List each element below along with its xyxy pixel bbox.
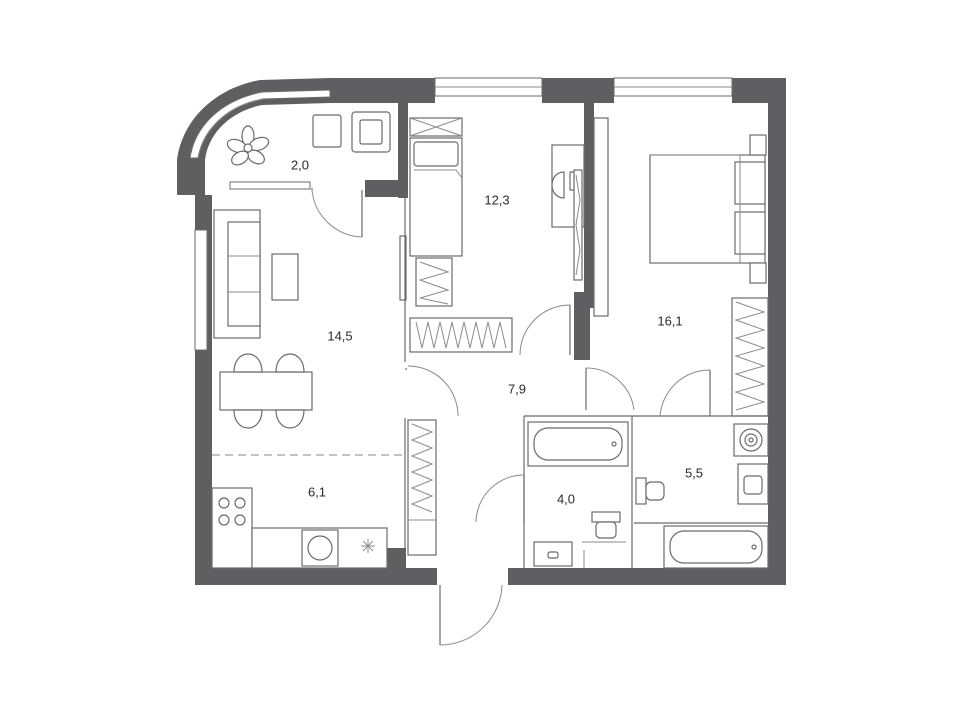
armchair-icon: [351, 111, 391, 153]
area-label-bedroom-large: 16,1: [657, 313, 682, 328]
washing-machine-icon: [301, 529, 339, 567]
area-label-bathroom-small: 4,0: [557, 491, 575, 506]
bedroom-small: [399, 77, 585, 356]
double-bed: [649, 134, 767, 284]
washbasin-icon: [533, 541, 573, 567]
walls: [177, 78, 786, 585]
boiler-icon: [733, 423, 769, 457]
toilet-large-icon: [635, 477, 665, 505]
sofa: [213, 209, 261, 339]
kitchen: [211, 487, 388, 569]
desk-chair: [551, 171, 565, 199]
dining-table: [219, 353, 313, 429]
area-labels: 2,0 12,3 16,1 14,5 7,9 6,1 4,0 5,5: [291, 157, 703, 506]
bathroom-large: [635, 423, 769, 569]
area-label-hallway: 7,9: [508, 381, 526, 396]
toilet-icon: [582, 511, 626, 543]
living-room: [194, 209, 459, 429]
coffee-table: [271, 253, 299, 301]
balcony: [177, 78, 391, 238]
area-label-living-room: 14,5: [327, 328, 352, 343]
bathtub-icon: [527, 421, 629, 467]
washbasin-large-icon: [737, 463, 769, 505]
area-label-balcony: 2,0: [291, 157, 309, 172]
bathroom-small: [527, 421, 629, 568]
area-label-kitchen: 6,1: [308, 484, 326, 499]
bedroom-large: [585, 77, 769, 417]
sink-icon: [361, 539, 375, 553]
bathtub-large-icon: [663, 525, 769, 569]
plant-icon: [226, 125, 270, 166]
stove-icon: [218, 497, 246, 526]
area-label-bathroom-large: 5,5: [685, 465, 703, 480]
hallway: [407, 419, 525, 646]
balcony-table: [312, 114, 342, 148]
area-label-bedroom-small: 12,3: [484, 192, 509, 207]
